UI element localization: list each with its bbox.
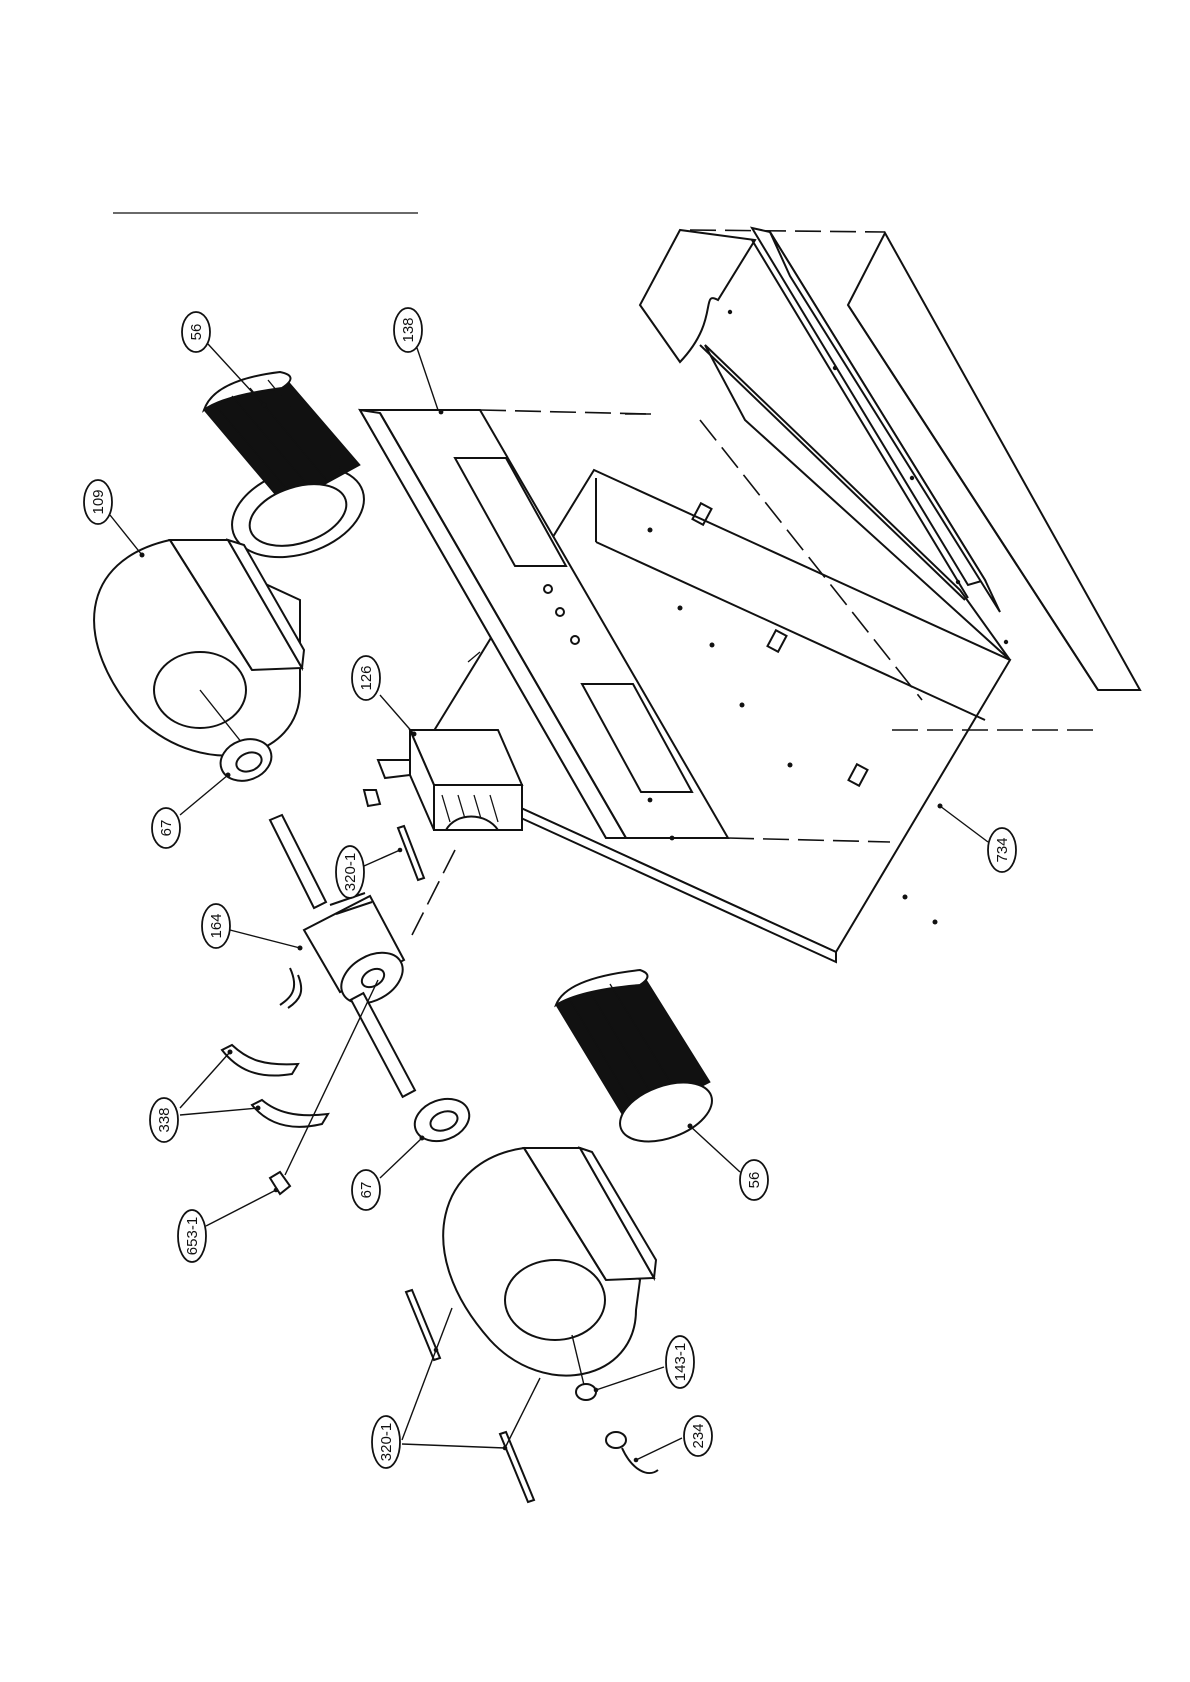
clamps-338 <box>180 1045 328 1127</box>
bracket-126 <box>364 695 522 935</box>
callout-label: 234 <box>690 1423 707 1448</box>
callout-138: 138 <box>394 308 422 352</box>
callout-56-top: 56 <box>182 312 210 352</box>
callout-label: 138 <box>400 317 417 342</box>
bearing-ring-67-bottom <box>380 1092 475 1178</box>
callout-734: 734 <box>988 828 1016 872</box>
callout-143-1: 143-1 <box>666 1336 694 1388</box>
callout-234: 234 <box>684 1416 712 1456</box>
callout-label: 126 <box>358 665 375 690</box>
callout-label: 56 <box>188 324 205 341</box>
screw-320-1-top <box>364 826 424 880</box>
callout-label: 164 <box>208 913 225 938</box>
part-234 <box>606 1432 682 1473</box>
blower-wheel-56-top <box>204 344 376 573</box>
callout-126: 126 <box>352 656 380 700</box>
callout-320-1-bottom: 320-1 <box>372 1416 400 1468</box>
callout-67-top: 67 <box>152 808 180 848</box>
callout-label: 320-1 <box>378 1423 395 1461</box>
callout-label: 320-1 <box>342 853 359 891</box>
leader-734 <box>940 806 988 842</box>
callout-label: 338 <box>156 1107 173 1132</box>
blower-wheel-56-bottom <box>556 970 740 1172</box>
callout-label: 56 <box>746 1172 763 1189</box>
callout-label: 653-1 <box>184 1217 201 1255</box>
callout-653-1: 653-1 <box>178 1210 206 1262</box>
callout-164: 164 <box>202 904 230 948</box>
blower-housing-bottom <box>443 1148 656 1376</box>
callout-label: 734 <box>994 837 1011 862</box>
callout-label: 67 <box>358 1182 375 1199</box>
callout-320-1-top: 320-1 <box>336 846 364 898</box>
callout-label: 109 <box>90 489 107 514</box>
callout-56-bottom: 56 <box>740 1160 768 1200</box>
callout-338: 338 <box>150 1098 178 1142</box>
callout-label: 67 <box>158 820 175 837</box>
motor-164 <box>230 815 415 1097</box>
leader-138 <box>416 345 438 410</box>
callout-67-bottom: 67 <box>352 1170 380 1210</box>
callout-label: 143-1 <box>672 1343 689 1381</box>
callout-109: 109 <box>84 480 112 524</box>
